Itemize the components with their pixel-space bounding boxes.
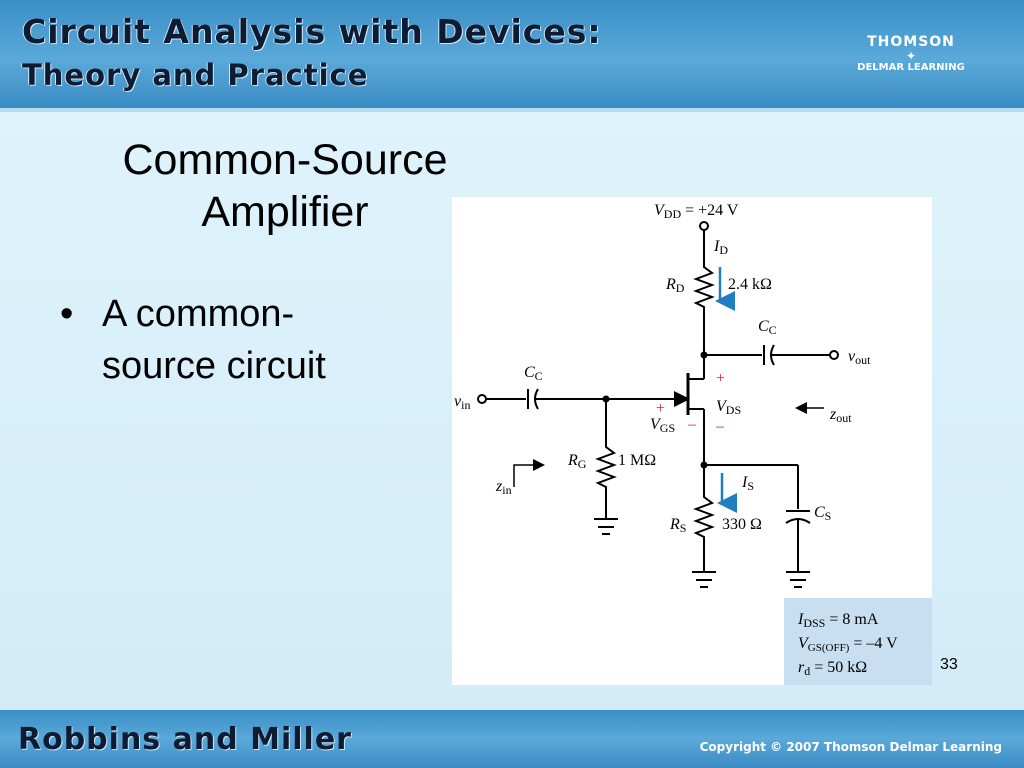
copyright: Copyright © 2007 Thomson Delmar Learning (699, 740, 1002, 754)
vgs-minus: – (687, 416, 697, 433)
logo-delmar: DELMAR LEARNING (857, 62, 965, 73)
vin-terminal (477, 394, 487, 404)
rd-resistor (693, 259, 715, 355)
zin-label: zin (495, 478, 512, 497)
drain-node (700, 351, 708, 359)
zin-arrow (513, 459, 545, 487)
rg-resistor (595, 439, 617, 519)
rs-label: RS (669, 516, 686, 535)
idss-param: IDSS = 8 mA (797, 611, 879, 630)
rg-value: 1 MΩ (618, 452, 656, 469)
is-label: IS (741, 474, 754, 493)
vds-minus: – (715, 418, 725, 435)
slide-title-line2: Amplifier (201, 188, 369, 236)
bullet-text: A common-source circuit (102, 293, 326, 387)
header-banner: Circuit Analysis with Devices: Theory an… (0, 0, 1024, 108)
book-title-line1: Circuit Analysis with Devices: (22, 12, 602, 51)
vgsoff-param: VGS(OFF) = –4 V (798, 635, 898, 654)
page-number: 33 (940, 656, 958, 673)
vgs-plus: + (656, 400, 665, 417)
rd-label: RD (665, 276, 685, 295)
slide-title-line1: Common-Source (122, 136, 448, 184)
vgs-label: VGS (650, 416, 675, 435)
vdd-terminal (699, 221, 709, 231)
vin-label: vin (454, 393, 470, 412)
cs-label: CS (814, 504, 831, 523)
slide-title: Common-Source Amplifier (40, 134, 530, 238)
rd-value: 2.4 kΩ (728, 276, 772, 293)
vds-label: VDS (716, 398, 741, 417)
header-divider (0, 108, 1024, 112)
logo-star-icon: ✦ (905, 49, 917, 63)
id-label: ID (713, 238, 728, 257)
zout-label: zout (829, 406, 852, 425)
vdd-label: VDD = +24 V (654, 202, 739, 221)
cc-out-label: CC (758, 318, 777, 337)
vout-terminal (829, 350, 839, 360)
gate-node (602, 395, 610, 403)
jfet-parameters-box: IDSS = 8 mA VGS(OFF) = –4 V rd = 50 kΩ (784, 598, 932, 685)
circuit-diagram: VDD = +24 V ID RD 2.4 kΩ CC vout CC vin … (454, 202, 871, 588)
footer-banner: Robbins and Miller Copyright © 2007 Thom… (0, 710, 1024, 768)
cc-in-label: CC (524, 364, 543, 383)
bullet-marker: • (60, 293, 74, 335)
source-node (700, 461, 708, 469)
authors: Robbins and Miller (18, 722, 352, 757)
vout-label: vout (848, 348, 871, 367)
book-title-line2: Theory and Practice (22, 58, 369, 92)
publisher-logo: THOMSON ✦ DELMAR LEARNING (836, 34, 986, 73)
rd-param: rd = 50 kΩ (798, 659, 867, 678)
rs-resistor (693, 465, 715, 572)
logo-thomson: THOMSON (867, 34, 955, 50)
jfet-parameters: IDSS = 8 mA VGS(OFF) = –4 V rd = 50 kΩ (797, 611, 898, 678)
rg-label: RG (567, 452, 587, 471)
vds-plus: + (716, 370, 725, 387)
rs-value: 330 Ω (722, 516, 762, 533)
